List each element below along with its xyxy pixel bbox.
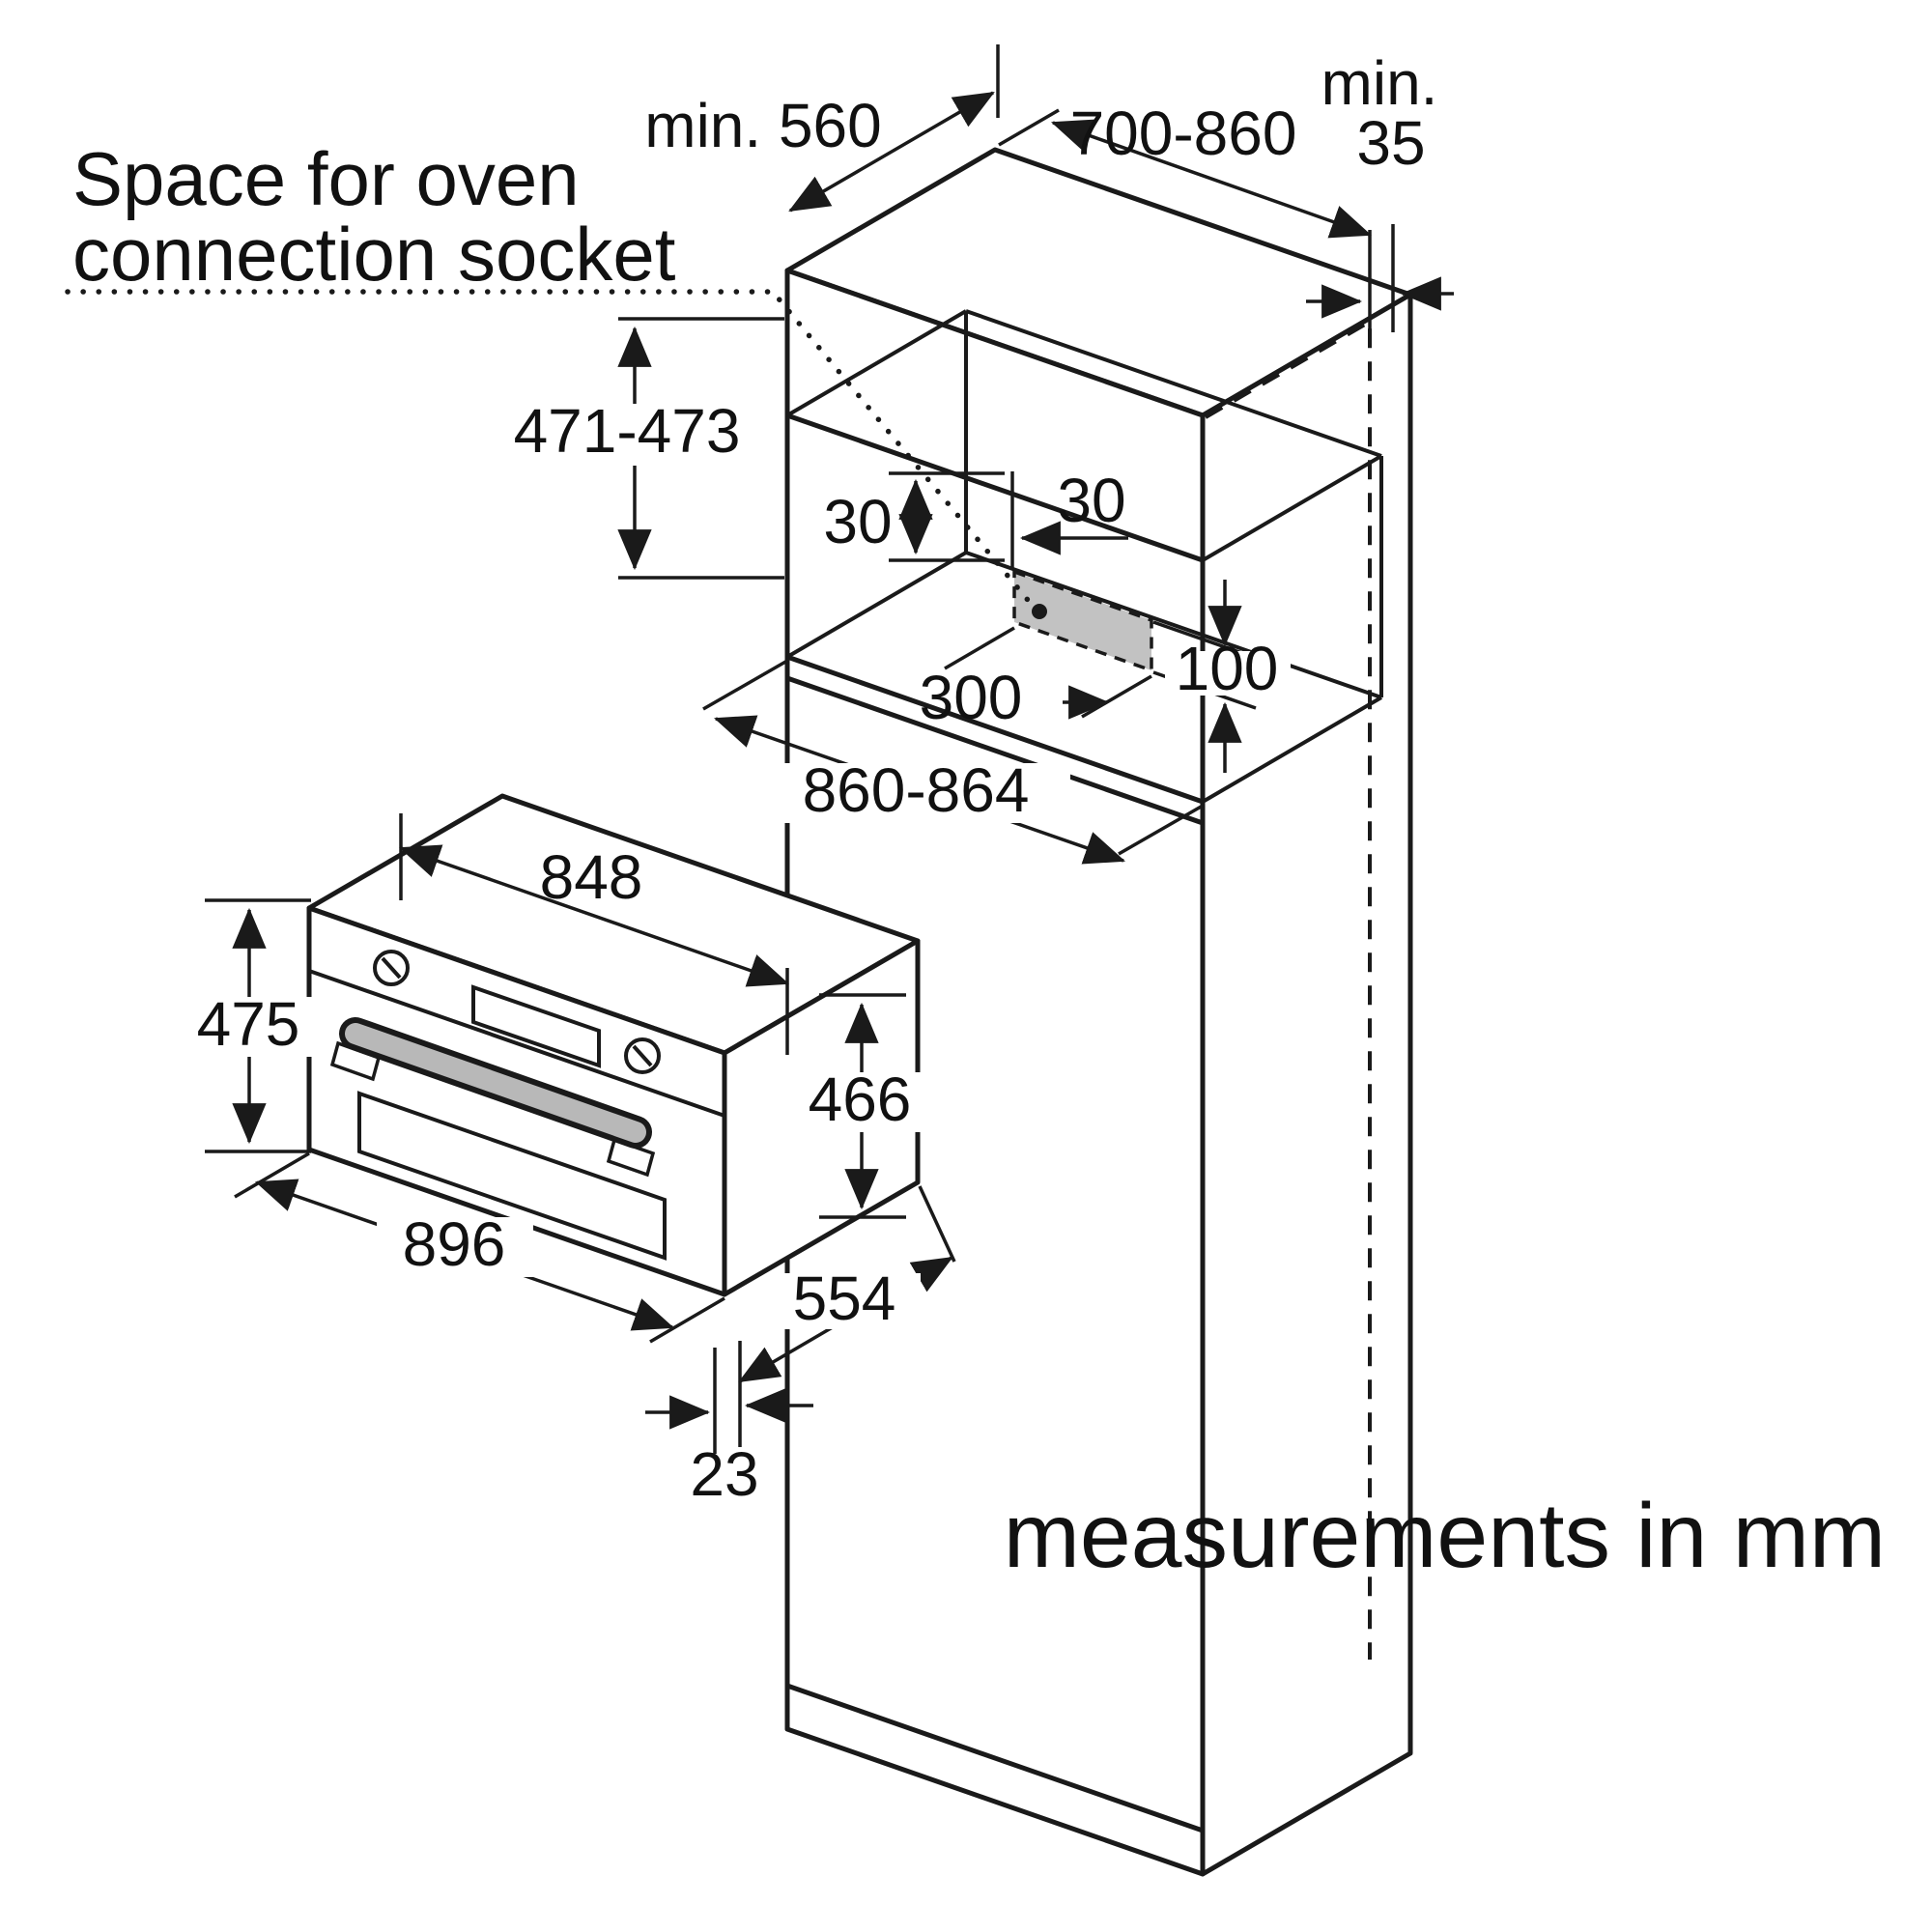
dim-860-extension-left [702,659,788,711]
dim-700-860-label: 700-860 [1070,99,1297,168]
dim-300-extension-left [944,626,1015,670]
dim-896-extension-right [649,1296,725,1344]
dim-35-label: 35 [1356,108,1425,178]
dim-554-label-bg [771,1273,921,1329]
dim-560-arrow [788,91,995,213]
niche-ceiling-left-edge [785,309,968,417]
dim-23-label: 23 [690,1439,758,1509]
cabinet-right-face [1200,292,1413,1877]
dim-700-860-extension [998,108,1060,147]
dim-860-extension-right [1118,804,1204,856]
oven-display [471,984,601,1068]
dim-100-label: 100 [1176,634,1279,703]
dim-466-label-bg [787,1072,934,1132]
dim-700-860-arrow [1051,119,1372,239]
oven-handle-bracket-right [606,1137,656,1178]
dim-560-label: min. 560 [644,91,881,160]
dim-475-label: 475 [197,989,300,1059]
dim-471-label: 471-473 [514,396,741,466]
niche-floor-left-edge [785,551,968,659]
niche-rightwall-top-edge [1201,454,1383,562]
dim-300-label: 300 [920,663,1023,732]
socket-leader-line [65,289,1035,608]
niche [785,309,1383,1833]
dim-860-label: 860-864 [803,755,1030,825]
oven-knob-right-pointer [632,1044,653,1067]
socket-area [1012,569,1153,673]
niche-rightwall-bottom-edge [1201,696,1383,804]
cabinet-dimensions: min. 560 700-860 min. 35 471-473 30 30 3… [497,44,1454,865]
note-line2: connection socket [72,212,676,297]
note-line1: Space for oven [72,136,580,221]
dim-min-label: min. [1321,48,1438,118]
oven-panel-bottom-line [308,969,725,1118]
dim-860-label-bg [761,763,1070,823]
dim-896-label: 896 [403,1209,506,1279]
niche-top-front-edge [786,412,1204,563]
socket-space [1012,569,1153,673]
niche-backwall-bottom-edge [965,551,1382,699]
dim-475-label-bg [174,997,324,1057]
oven-dimensions: 848 475 466 896 554 23 [174,813,956,1509]
cabinet-plinth-line [786,1683,1204,1833]
oven-handle-bar [345,1023,646,1143]
dim-471-label-bg [497,404,756,466]
dim-896-label-bg [377,1217,533,1277]
dim-554-label: 554 [793,1264,896,1333]
dim-554-extension [918,1185,956,1263]
dim-896-extension-left [234,1151,310,1199]
niche-ceiling-back-edge [965,309,1382,458]
dim-848-label: 848 [540,842,643,912]
oven-knob-left-pointer [381,956,402,980]
footer-note: measurements in mm [1004,1485,1886,1587]
dim-30a-label: 30 [823,487,892,556]
socket-point-dot [1032,604,1047,619]
dim-848-arrow [399,844,789,987]
dim-466-label: 466 [809,1065,912,1134]
dim-30b-label: 30 [1057,466,1125,535]
dim-100-label-bg [1165,651,1291,696]
